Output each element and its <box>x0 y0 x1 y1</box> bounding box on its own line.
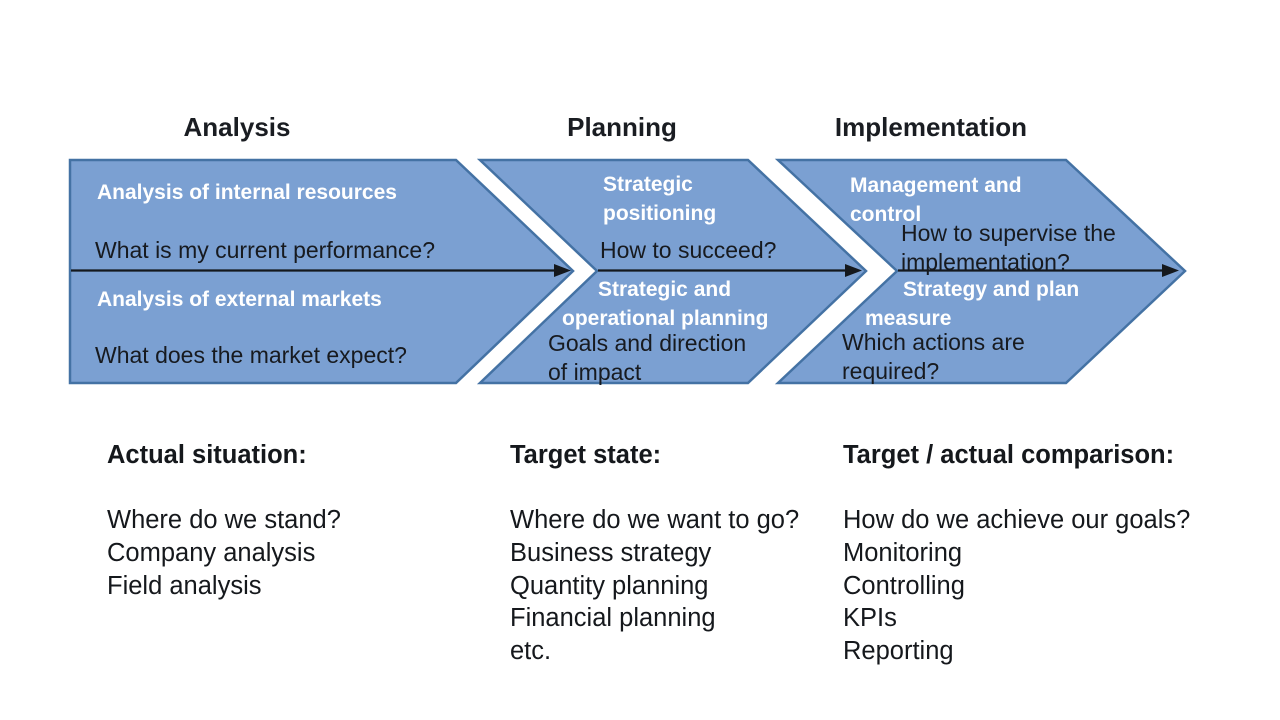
implementation-lower-label: Strategy and plan measure <box>865 278 1080 330</box>
arrowhead-planning-icon <box>845 264 862 277</box>
arrowhead-implementation-icon <box>1162 264 1179 277</box>
notes-target-state: Target state: Where do we want to go? Bu… <box>510 406 840 700</box>
notes-target-actual-comparison: Target / actual comparison: How do we ac… <box>843 406 1243 700</box>
notes-heading-actual-situation: Actual situation: <box>107 440 307 469</box>
implementation-upper-question: How to supervise the implementation? <box>901 220 1116 275</box>
analysis-upper-question: What is my current performance? <box>95 237 436 263</box>
notes-actual-situation: Actual situation: Where do we stand? Com… <box>107 406 487 635</box>
planning-lower-question: Goals and direction of impact <box>548 330 747 385</box>
implementation-lower-question: Which actions are required? <box>842 329 1025 384</box>
planning-lower-label: Strategic and operational planning <box>562 278 769 330</box>
notes-heading-target-state: Target state: <box>510 440 662 469</box>
analysis-lower-question: What does the market expect? <box>95 342 407 368</box>
planning-upper-label: Strategic positioning <box>603 173 717 225</box>
notes-body-actual-situation: Where do we stand? Company analysis Fiel… <box>107 506 341 600</box>
analysis-lower-label: Analysis of external markets <box>97 288 382 311</box>
notes-body-target-state: Where do we want to go? Business strateg… <box>510 506 800 665</box>
notes-body-target-actual-comparison: How do we achieve our goals? Monitoring … <box>843 506 1191 665</box>
planning-upper-question: How to succeed? <box>600 237 777 263</box>
analysis-upper-label: Analysis of internal resources <box>97 181 397 204</box>
implementation-upper-label: Management and control <box>850 174 1022 226</box>
phase-title-analysis: Analysis <box>183 112 291 142</box>
phase-title-implementation: Implementation <box>834 112 1028 142</box>
notes-heading-target-actual-comparison: Target / actual comparison: <box>843 440 1175 469</box>
arrowhead-analysis-icon <box>554 264 571 277</box>
phase-title-planning: Planning <box>567 112 677 142</box>
